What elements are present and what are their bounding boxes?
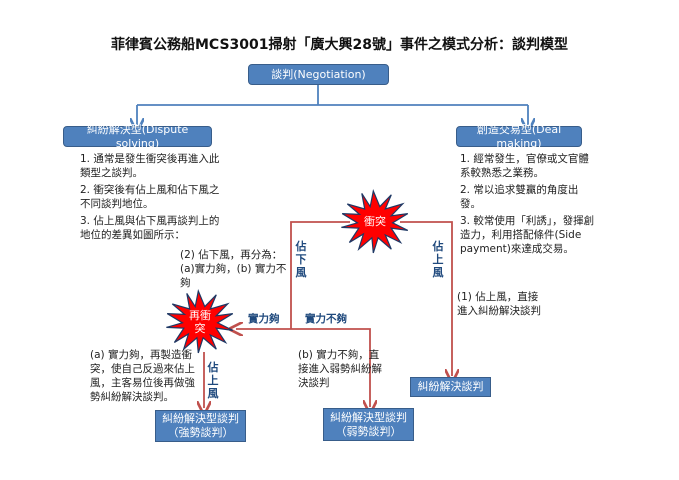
outcome-strong-negotiation: 糾紛解決型談判 （強勢談判） bbox=[155, 410, 246, 442]
outcome-line: 糾紛解決型談判 bbox=[162, 412, 239, 425]
page-title: 菲律賓公務船MCS3001掃射「廣大興28號」事件之模式分析：談判模型 bbox=[111, 37, 568, 53]
note-weak: (b) 實力不夠，直接進入弱勢糾紛解決談判 bbox=[298, 349, 382, 389]
strong-enough-label: 實力夠 bbox=[248, 313, 280, 325]
deal-making-node: 創造交易型(Deal making) bbox=[456, 123, 582, 150]
point: 2. 衝突後有佔上風和佔下風之不同談判地位。 bbox=[80, 184, 220, 210]
note-disadvantage: (2) 佔下風，再分為：(a)實力夠，(b) 實力不夠 bbox=[180, 249, 287, 289]
point: 3. 佔上風與佔下風再談判上的地位的差異如圖所示： bbox=[80, 215, 220, 241]
dispute-solving-node: 糾紛解決型(Dispute solving) bbox=[63, 123, 212, 150]
outcome-line: （弱勢談判） bbox=[335, 424, 402, 438]
point: 3. 較常使用「利誘」，發揮創造力，利用搭配條件(Side payment)來達… bbox=[460, 215, 595, 255]
advantage-label: 佔上風 bbox=[432, 240, 444, 279]
outcome-line: （強勢談判） bbox=[167, 426, 234, 439]
outcome-dispute-negotiation: 糾紛解決談判 bbox=[410, 377, 491, 397]
deal-making-points: 1. 經常發生，官僚或文官體系較熟悉之業務。 2. 常以追求雙贏的角度出發。 3… bbox=[460, 152, 595, 259]
note-strong: (a) 實力夠，再製造衝突，使自己反過來佔上風，主客易位後再做強勢糾紛解決談判。 bbox=[90, 349, 195, 403]
arrow-not-enough bbox=[291, 328, 370, 407]
reconflict-label: 再衝突 bbox=[189, 309, 211, 335]
point: 1. 經常發生，官僚或文官體系較熟悉之業務。 bbox=[460, 153, 589, 179]
dispute-solving-points: 1. 通常是發生衝突後再進入此類型之談判。 2. 衝突後有佔上風和佔下風之不同談… bbox=[80, 152, 225, 245]
point: 1. 通常是發生衝突後再進入此類型之談判。 bbox=[80, 153, 220, 179]
line-disadvantage bbox=[290, 221, 350, 329]
root-node: 談判(Negotiation) bbox=[248, 64, 389, 85]
conflict-star bbox=[341, 188, 409, 254]
disadvantage-label: 佔下風 bbox=[295, 240, 307, 279]
reconflict-advantage-label: 佔上風 bbox=[207, 361, 219, 400]
outcome-weak-negotiation: 糾紛解決型談判 （弱勢談判） bbox=[323, 408, 414, 441]
outcome-line: 糾紛解決型談判 bbox=[330, 410, 407, 424]
note-advantage: (1) 佔上風，直接進入糾紛解決談判 bbox=[457, 291, 541, 317]
reconflict-star bbox=[166, 288, 234, 354]
point: 2. 常以追求雙贏的角度出發。 bbox=[460, 184, 579, 210]
line-advantage bbox=[400, 221, 452, 376]
conflict-label: 衝突 bbox=[364, 215, 386, 228]
not-strong-enough-label: 實力不夠 bbox=[305, 313, 347, 325]
